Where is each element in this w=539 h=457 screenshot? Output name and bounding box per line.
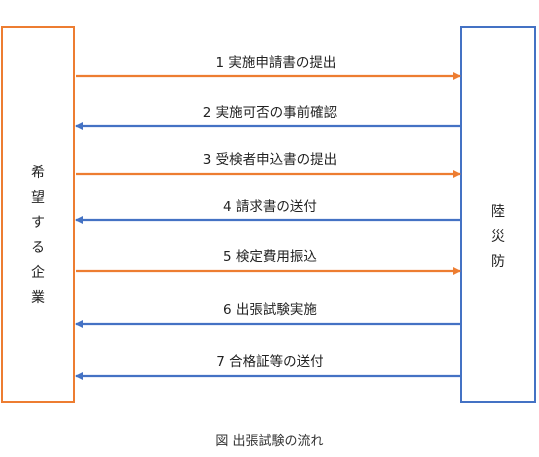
step-2-label: 2 実施可否の事前確認	[203, 104, 338, 121]
requesting-company-char: る	[31, 240, 45, 256]
rikusaibo-char: 災	[491, 229, 505, 245]
step-7: 7 合格証等の送付	[75, 353, 460, 380]
step-4: 4 請求書の送付	[75, 199, 460, 224]
rikusaibo-box: 陸 災 防	[460, 26, 536, 403]
step-6-label: 6 出張試験実施	[223, 302, 317, 318]
figure-caption: 図 出張試験の流れ	[215, 434, 324, 449]
rikusaibo-char: 陸	[491, 204, 505, 220]
step-5: 5 検定費用振込	[76, 249, 461, 275]
step-3-label: 3 受検者申込書の提出	[203, 152, 337, 168]
requesting-company-label: 希 望 す る 企 業	[3, 161, 73, 311]
requesting-company-char: 希	[31, 165, 45, 181]
step-4-label: 4 請求書の送付	[223, 199, 317, 215]
requesting-company-char: 業	[31, 290, 45, 306]
step-3: 3 受検者申込書の提出	[76, 152, 461, 178]
requesting-company-char: 企	[31, 265, 45, 281]
requesting-company-box: 希 望 す る 企 業	[1, 26, 75, 403]
requesting-company-char: す	[31, 215, 45, 231]
rikusaibo-char: 防	[491, 254, 505, 270]
step-1-label: 1 実施申請書の提出	[216, 55, 337, 71]
requesting-company-char: 望	[31, 190, 45, 206]
step-1: 1 実施申請書の提出	[76, 55, 461, 80]
step-6: 6 出張試験実施	[75, 302, 460, 328]
rikusaibo-label: 陸 災 防	[462, 200, 534, 275]
step-2: 2 実施可否の事前確認	[75, 104, 460, 130]
step-7-label: 7 合格証等の送付	[216, 353, 323, 370]
step-5-label: 5 検定費用振込	[223, 249, 317, 265]
